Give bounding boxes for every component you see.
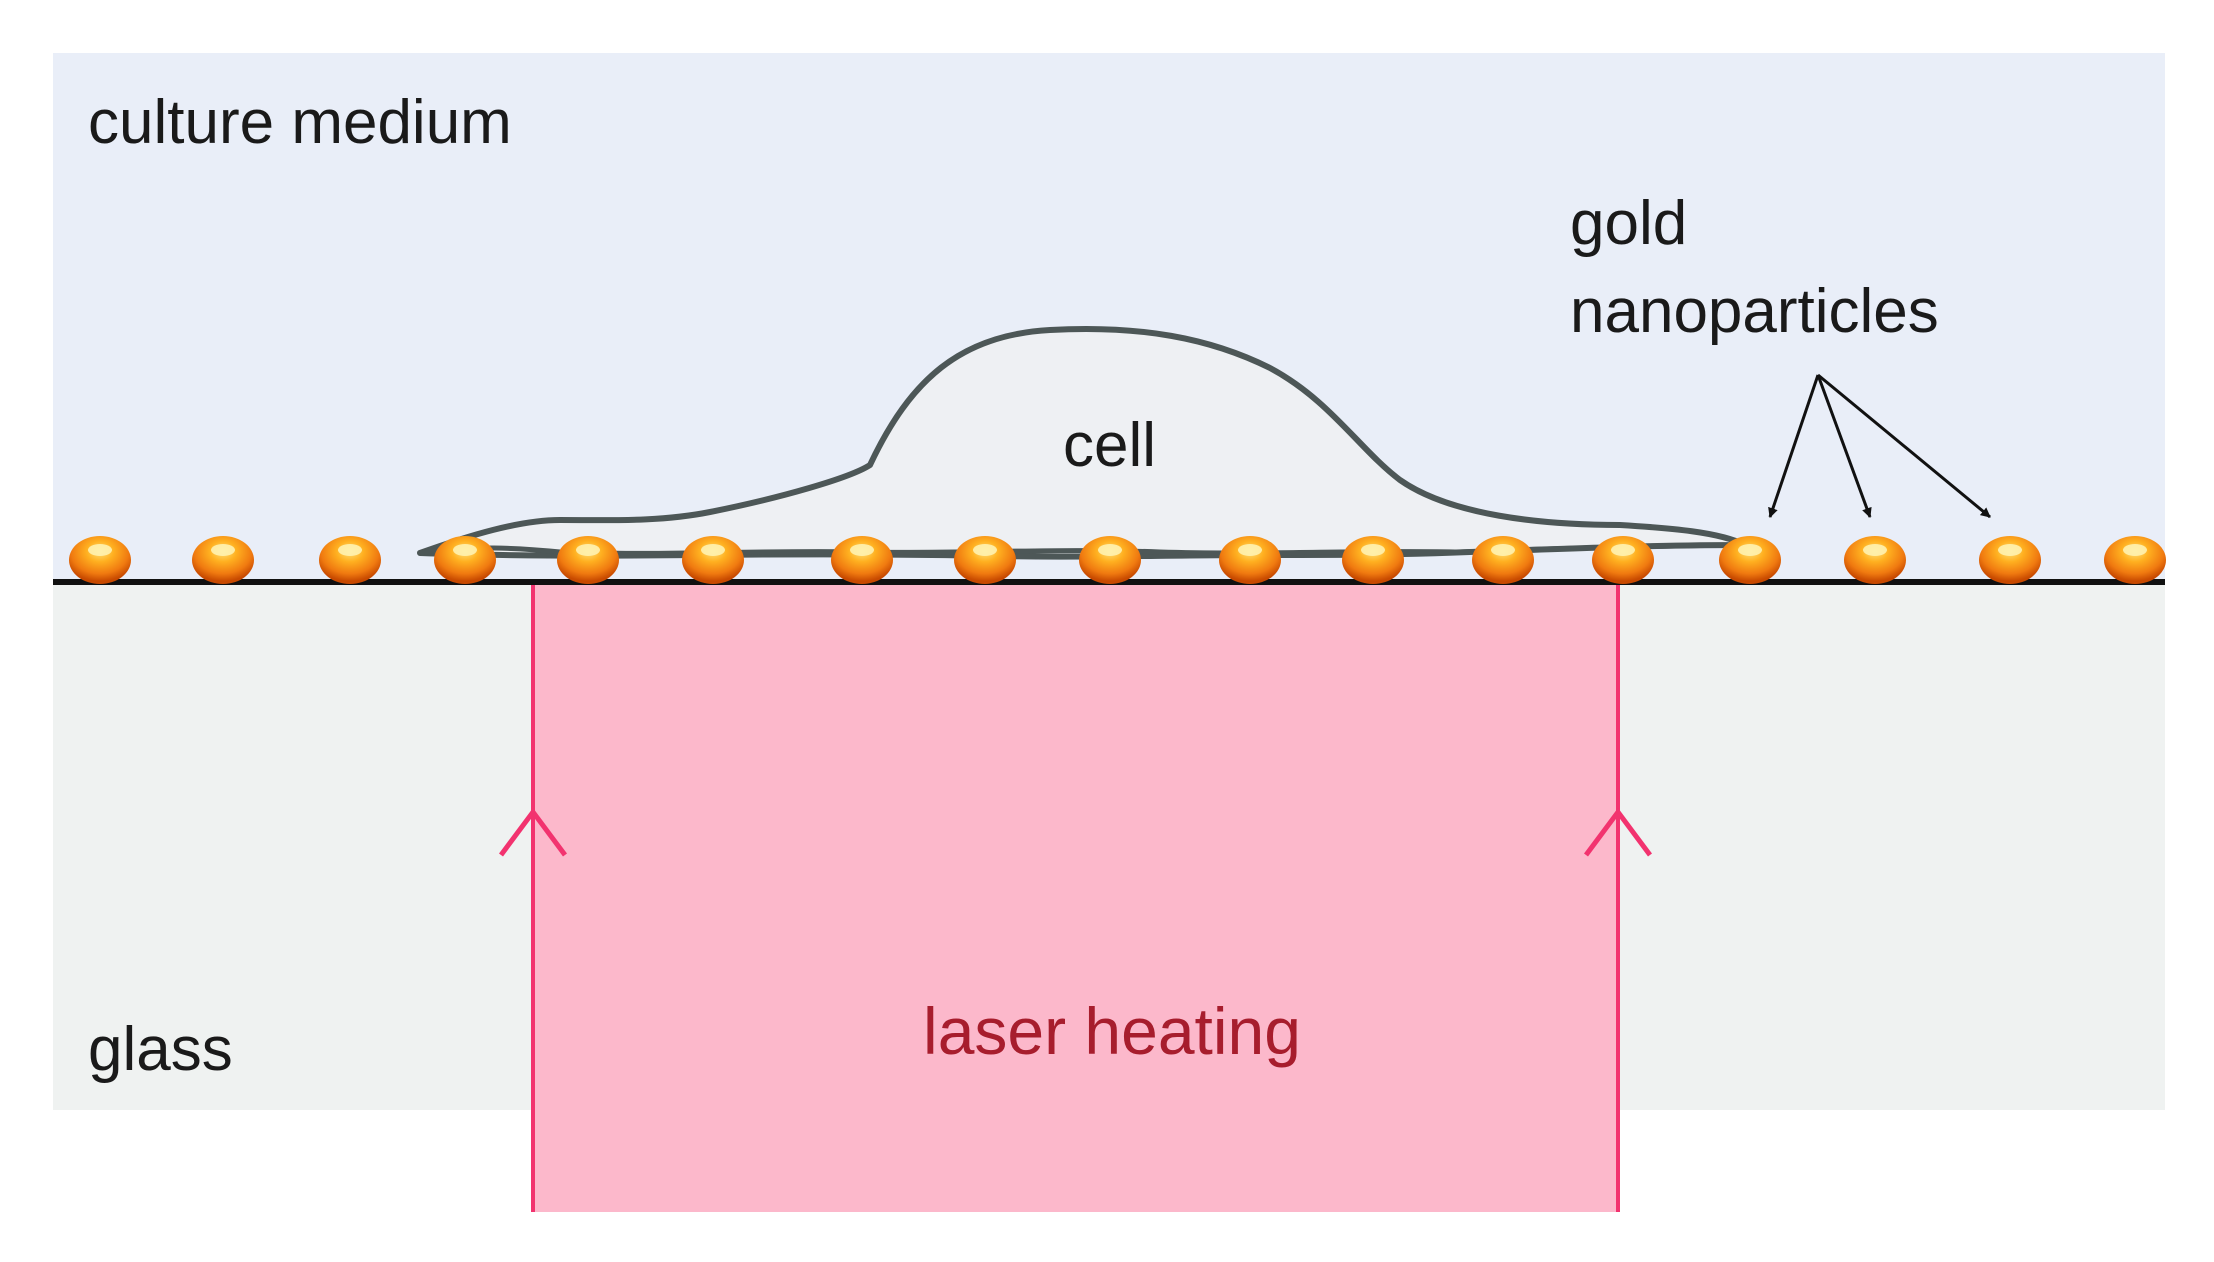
gold-nanoparticle: [1079, 536, 1141, 584]
gold-nanoparticle: [69, 536, 131, 584]
gold-nanoparticle: [1844, 536, 1906, 584]
gold-nanoparticle: [1219, 536, 1281, 584]
gold-nanoparticle: [1472, 536, 1534, 584]
gold-nanoparticle: [319, 536, 381, 584]
gold-nanoparticle: [2104, 536, 2166, 584]
nanoparticle-layer: [69, 536, 2166, 584]
gold-nanoparticle: [192, 536, 254, 584]
gold-nanoparticle: [831, 536, 893, 584]
gold-nanoparticle: [1719, 536, 1781, 584]
gold-nanoparticle: [1979, 536, 2041, 584]
gold-nanoparticle: [434, 536, 496, 584]
laser-up-arrow-icon: [498, 807, 568, 857]
nanoparticles-label-line1: gold: [1570, 189, 1687, 258]
culture-medium-label: culture medium: [88, 88, 512, 157]
nanoparticle-arrow-icon: [1768, 374, 1820, 518]
cell-label: cell: [1063, 411, 1156, 480]
gold-nanoparticle: [1342, 536, 1404, 584]
laser-beam: [533, 582, 1618, 1212]
laser-up-arrow-icon: [1583, 807, 1653, 857]
nanoparticle-arrow-icon: [1817, 373, 1991, 519]
laser-heating-label: laser heating: [923, 994, 1301, 1068]
gold-nanoparticle: [557, 536, 619, 584]
gold-nanoparticle: [682, 536, 744, 584]
gold-nanoparticle: [954, 536, 1016, 584]
glass-label: glass: [88, 1015, 233, 1084]
nanoparticle-arrow-icon: [1816, 374, 1872, 518]
nanoparticles-label-line2: nanoparticles: [1570, 277, 1939, 346]
gold-nanoparticle: [1592, 536, 1654, 584]
